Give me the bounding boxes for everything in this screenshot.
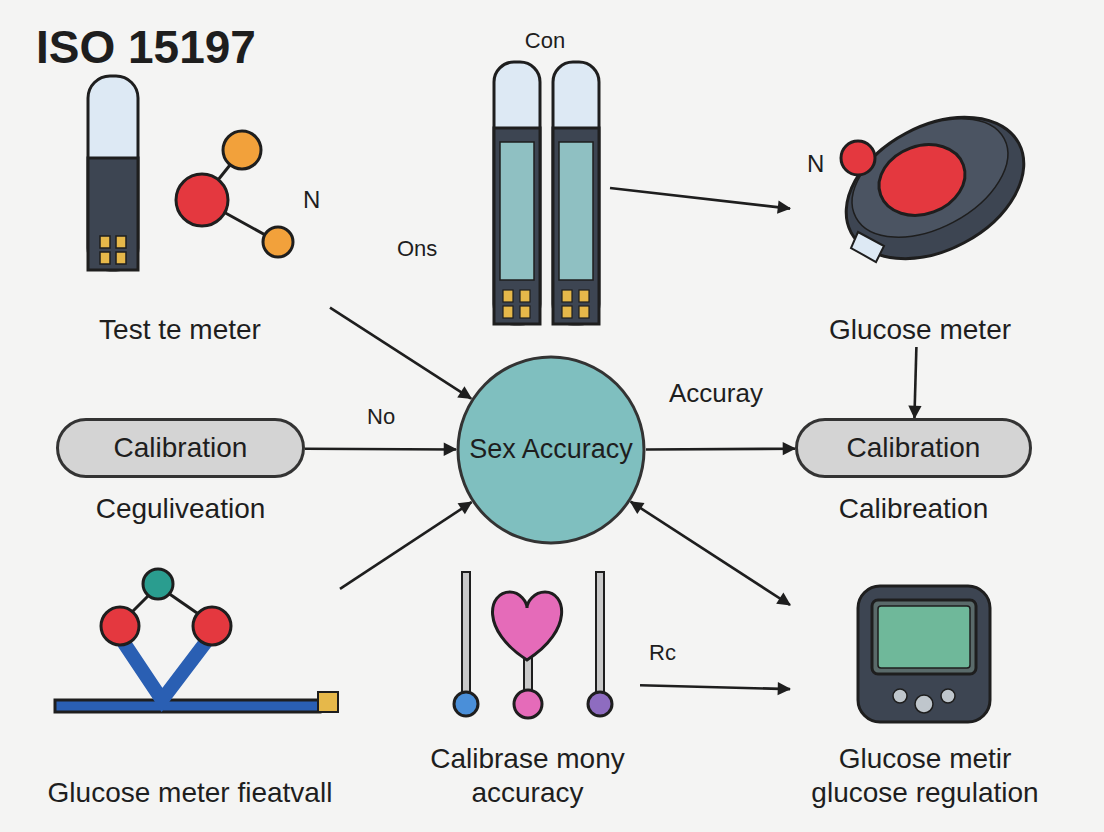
arrow-connector (330, 308, 471, 399)
node-caption: Ceguliveation (29, 493, 332, 525)
process-pill: CalibrationCeguliveation (56, 418, 305, 478)
figure-caption: Glucose metir glucose regulation (790, 742, 1060, 810)
node-caption: Calibreation (768, 493, 1059, 525)
figure-caption: Test te meter (30, 313, 330, 347)
figure-caption: Calibrase mony accuracy (415, 742, 640, 810)
edge-label: Accuray (666, 378, 766, 409)
node-label: Sex Accuracy (468, 355, 634, 545)
handheld-meter (858, 586, 990, 722)
figure-caption: Glucose meter (790, 313, 1050, 347)
calibration-figure (454, 572, 612, 718)
glucose-meter (822, 89, 1048, 288)
figure-node: Glucose metir glucose regulation (790, 575, 1060, 810)
symbol-label: N (300, 186, 323, 214)
sensor-figure (55, 569, 338, 712)
node-label: Calibration (59, 421, 302, 475)
arrow-connector (914, 347, 916, 418)
symbol-label: N (804, 150, 827, 178)
process-pill: CalibrationCalibreation (795, 418, 1032, 478)
figure-node: Glucose meter (790, 100, 1050, 347)
node-label: Calibration (798, 421, 1029, 475)
edge-label: Rc (646, 640, 679, 666)
accuracy-circle: Sex Accuracy (456, 355, 646, 545)
arrow-connector (340, 502, 472, 589)
test-strip (88, 76, 138, 270)
arrow-connector (640, 685, 790, 689)
arrow-connector (610, 188, 790, 209)
molecule (176, 131, 293, 257)
figure-node: Glucose meter fieatvall (40, 565, 340, 810)
arrow-connector (305, 447, 456, 450)
arrow-connector (646, 447, 795, 450)
edge-label: Ons (394, 236, 440, 262)
figure-node: Calibrase mony accuracy (415, 555, 640, 810)
figure-caption: Con (480, 28, 610, 54)
arrow-connector (631, 502, 790, 605)
test-strips (494, 62, 599, 324)
figure-node: Con (480, 28, 610, 333)
edge-label: No (364, 404, 398, 430)
figure-caption: Glucose meter fieatvall (40, 776, 340, 810)
diagram-title: ISO 15197 (36, 20, 256, 74)
figure-node: Test te meter (30, 75, 330, 347)
